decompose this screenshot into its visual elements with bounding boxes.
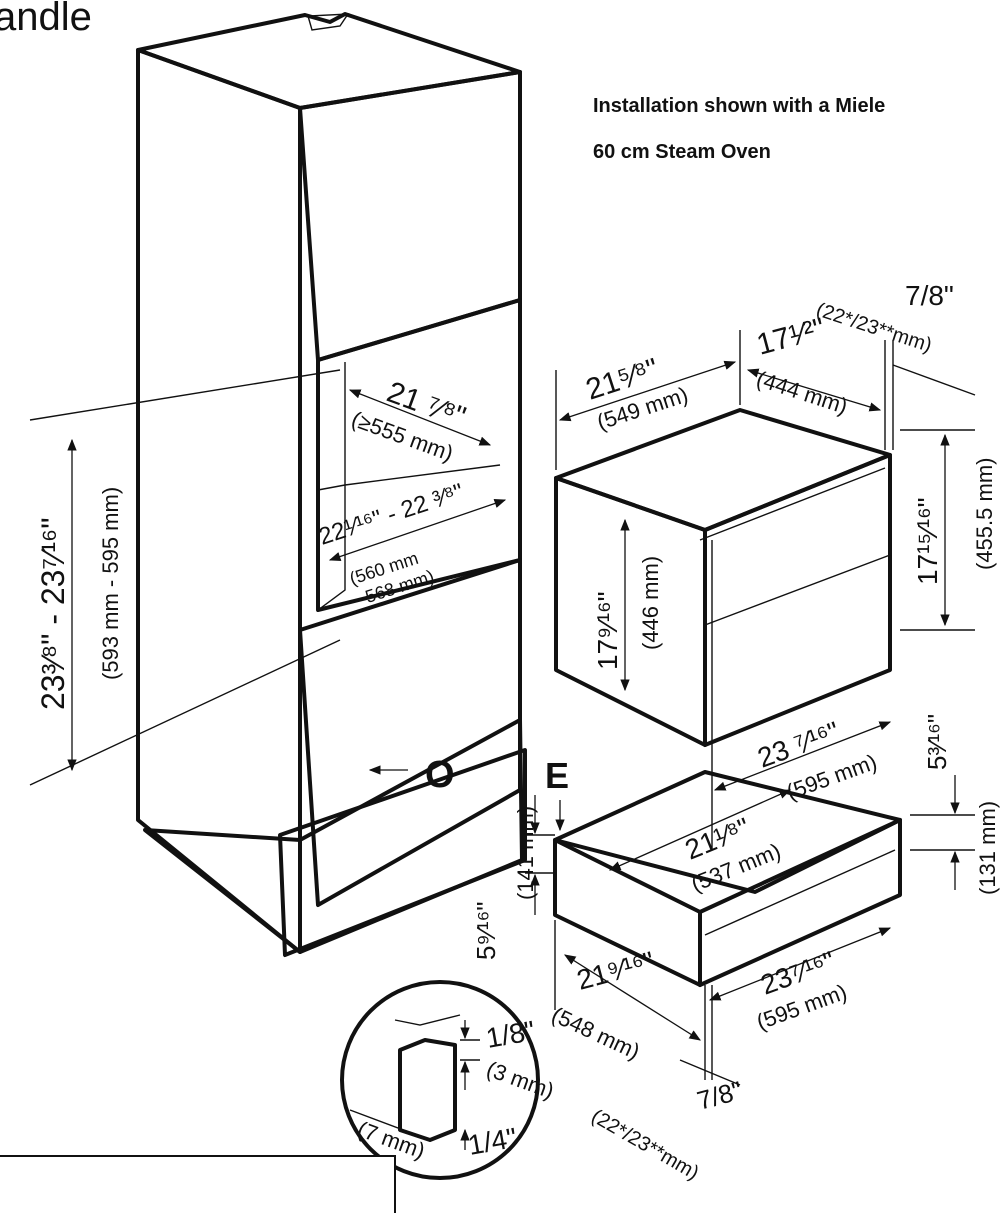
svg-text:(548 mm): (548 mm) (548, 1002, 644, 1064)
svg-text:5³⁄¹⁶": 5³⁄¹⁶" (922, 714, 952, 770)
svg-text:(455.5 mm): (455.5 mm) (972, 458, 997, 570)
marker-o: O (425, 754, 455, 796)
steam-oven (554, 408, 892, 747)
header-fragment: andle (0, 0, 92, 39)
svg-text:23³⁄⁸" - 23⁷⁄¹⁶": 23³⁄⁸" - 23⁷⁄¹⁶" (35, 517, 71, 710)
svg-text:(141 mm): (141 mm) (513, 806, 538, 900)
svg-text:22¹⁄¹⁶" - 22 ³⁄⁸": 22¹⁄¹⁶" - 22 ³⁄⁸" (316, 479, 467, 551)
svg-text:5⁹⁄¹⁶": 5⁹⁄¹⁶" (471, 901, 501, 960)
svg-text:21⁹⁄¹⁶": 21⁹⁄¹⁶" (574, 946, 658, 996)
svg-text:(593 mm - 595 mm): (593 mm - 595 mm) (98, 487, 123, 680)
tall-cabinet (136, 12, 527, 957)
svg-text:(131 mm): (131 mm) (975, 801, 1000, 895)
svg-text:17¹⁵⁄¹⁶": 17¹⁵⁄¹⁶" (912, 497, 943, 585)
svg-text:(22*/23**mm): (22*/23**mm) (588, 1105, 703, 1184)
svg-text:(446 mm): (446 mm) (638, 556, 663, 650)
empty-callout-box (0, 1155, 396, 1213)
svg-text:(444 mm): (444 mm) (753, 366, 850, 419)
niche-dimensions: 23³⁄⁸" - 23⁷⁄¹⁶" (593 mm - 595 mm) 21 ⁷⁄… (29, 369, 507, 786)
svg-text:17⁹⁄¹⁶": 17⁹⁄¹⁶" (592, 591, 623, 670)
note-line-2: 60 cm Steam Oven (593, 141, 771, 163)
note-line-1: Installation shown with a Miele (593, 95, 885, 117)
detail-circle: 1/8" (3 mm) 1/4" (7 mm) (340, 980, 557, 1180)
svg-text:7/8": 7/8" (905, 280, 954, 311)
svg-text:7/8": 7/8" (694, 1075, 746, 1116)
marker-e: E (545, 755, 569, 796)
